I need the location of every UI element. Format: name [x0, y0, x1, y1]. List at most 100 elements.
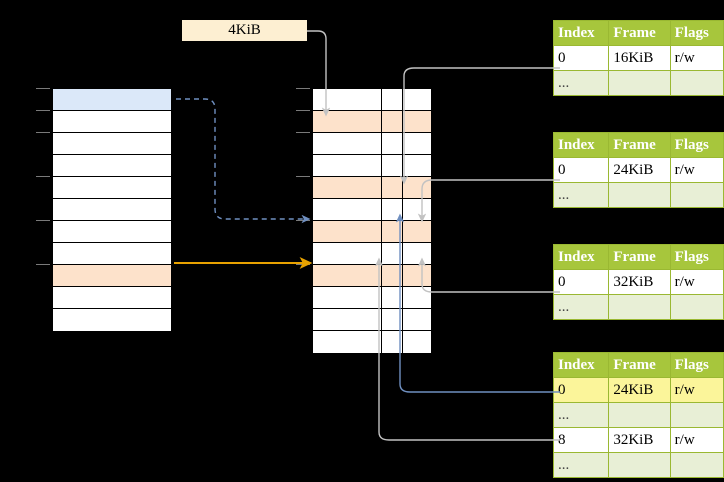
page-table-4-row[interactable]: ...	[552, 402, 724, 428]
page-table-4-header-index: Index	[552, 352, 610, 378]
page-table-2-header-flags: Flags	[669, 132, 724, 158]
page-table-3-cell-idx: ...	[552, 294, 610, 320]
page-table-2-cell-frm	[608, 182, 671, 208]
page-table-1-header-flags: Flags	[669, 20, 724, 46]
physical-memory-tick	[296, 110, 310, 111]
page-table-2-cell-frm: 24KiB	[608, 157, 671, 183]
physical-memory-divider-1	[381, 89, 382, 353]
page-table-2-header-frame: Frame	[608, 132, 671, 158]
virtual-address-space-row	[53, 243, 171, 265]
page-table-4-cell-flg: r/w	[669, 427, 724, 453]
connector-vpage-to-frame-dashed	[176, 98, 311, 224]
page-table-4-cell-idx: ...	[552, 402, 610, 428]
virtual-address-space-tick	[36, 220, 50, 221]
page-table-4-cell-frm	[608, 402, 671, 428]
physical-memory-row	[313, 89, 431, 111]
virtual-address-space-tick	[36, 110, 50, 111]
virtual-address-space-tick	[36, 88, 50, 89]
page-table-3-row[interactable]: ...	[552, 294, 724, 320]
physical-memory-tick	[296, 132, 310, 133]
page-table-4-row[interactable]: ...	[552, 452, 724, 478]
page-table-4-cell-frm	[608, 452, 671, 478]
physical-memory-tick	[296, 88, 310, 89]
page-table-4-header-flags: Flags	[669, 352, 724, 378]
virtual-address-space-row	[53, 177, 171, 199]
page-table-3-cell-flg	[669, 294, 724, 320]
page-table-3-header-flags: Flags	[669, 244, 724, 270]
page-table-1-cell-frm	[608, 70, 671, 96]
physical-memory-row	[313, 155, 431, 177]
page-table-1-cell-idx: 0	[552, 45, 610, 71]
page-table-1-cell-idx: ...	[552, 70, 610, 96]
physical-memory-row	[313, 287, 431, 309]
page-table-2-cell-idx: 0	[552, 157, 610, 183]
physical-memory-row	[313, 243, 431, 265]
page-table-2-cell-idx: ...	[552, 182, 610, 208]
physical-memory-row	[313, 309, 431, 331]
page-table-4-cell-idx: 0	[552, 377, 610, 403]
page-table-3-cell-frm	[608, 294, 671, 320]
physical-memory-row	[313, 111, 431, 133]
virtual-address-space-row	[53, 199, 171, 221]
page-table-2-row[interactable]: ...	[552, 182, 724, 208]
physical-memory-tick	[296, 220, 310, 221]
physical-memory-block	[312, 88, 432, 354]
virtual-address-space-row	[53, 309, 171, 331]
virtual-address-space-row	[53, 89, 171, 111]
physical-memory-row	[313, 331, 431, 353]
page-table-1-cell-frm: 16KiB	[608, 45, 671, 71]
page-table-1-row[interactable]: ...	[552, 70, 724, 96]
page-table-1-cell-flg	[669, 70, 724, 96]
page-table-1-cell-flg: r/w	[669, 45, 724, 71]
page-table-4-cell-flg	[669, 452, 724, 478]
page-table-4-cell-frm: 24KiB	[608, 377, 671, 403]
physical-memory-row	[313, 265, 431, 287]
page-table-4-cell-idx: 8	[552, 427, 610, 453]
size-label-4kib: 4KiB	[182, 20, 307, 41]
page-table-3-header-frame: Frame	[608, 244, 671, 270]
connector-table3-to-frame	[417, 257, 560, 293]
page-table-2-cell-flg	[669, 182, 724, 208]
virtual-address-space-row	[53, 221, 171, 243]
virtual-address-space-row	[53, 265, 171, 287]
physical-memory-row	[313, 133, 431, 155]
page-table-3-cell-frm: 32KiB	[608, 269, 671, 295]
page-table-4-cell-frm: 32KiB	[608, 427, 671, 453]
virtual-address-space-tick	[36, 264, 50, 265]
virtual-address-space-tick	[36, 176, 50, 177]
physical-memory-tick	[296, 176, 310, 177]
virtual-address-space-row	[53, 133, 171, 155]
virtual-address-space-row	[53, 155, 171, 177]
page-table-2-cell-flg: r/w	[669, 157, 724, 183]
page-table-4-header-frame: Frame	[608, 352, 671, 378]
page-table-3-header-index: Index	[552, 244, 610, 270]
physical-memory-row	[313, 177, 431, 199]
page-table-4-cell-idx: ...	[552, 452, 610, 478]
virtual-address-space-tick	[36, 132, 50, 133]
page-table-1-header-frame: Frame	[608, 20, 671, 46]
page-table-2-header-index: Index	[552, 132, 610, 158]
page-table-3-cell-idx: 0	[552, 269, 610, 295]
virtual-address-space-row	[53, 287, 171, 309]
connector-table2-to-frame	[417, 179, 560, 223]
physical-memory-divider-2	[402, 89, 403, 353]
physical-memory-tick	[296, 264, 310, 265]
physical-memory-row	[313, 199, 431, 221]
page-table-1-header-index: Index	[552, 20, 610, 46]
physical-memory-row	[313, 221, 431, 243]
page-table-3-cell-flg: r/w	[669, 269, 724, 295]
